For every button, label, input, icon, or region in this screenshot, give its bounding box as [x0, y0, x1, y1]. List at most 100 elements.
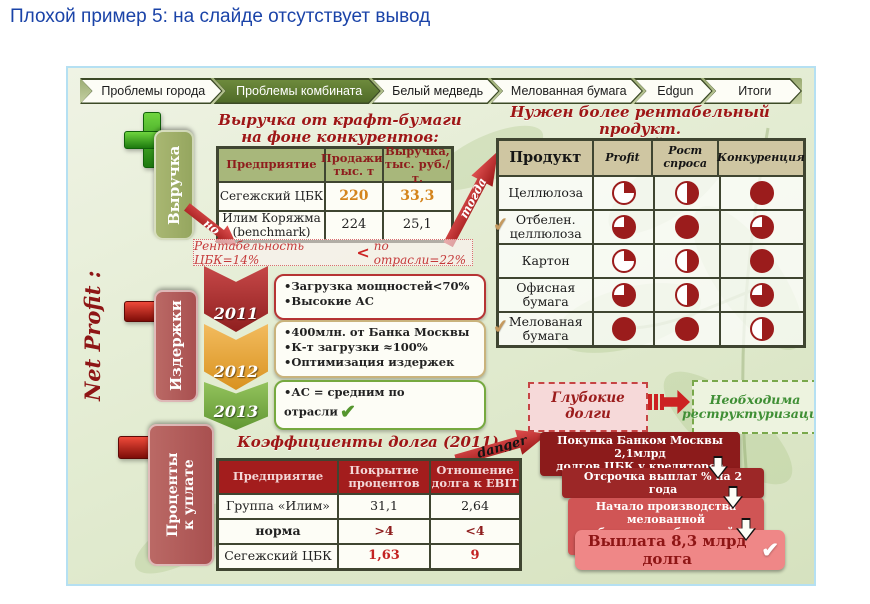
- check-icon: ✔: [491, 213, 511, 238]
- nav-tab-5[interactable]: Edgun: [634, 78, 713, 104]
- nav-tab-label: Итоги: [738, 84, 772, 98]
- nav-tab-3[interactable]: Белый медведь: [372, 78, 500, 104]
- profitability-note: Рентабельность ЦБК=14% < по отрасли=22%: [193, 239, 473, 267]
- year-notes-box: •Загрузка мощностей<70%•Высокие АС: [274, 274, 486, 320]
- slide-canvas: Проблемы города Проблемы комбината Белый м…: [66, 66, 816, 586]
- nav-tab-surface: Проблемы города: [82, 80, 222, 103]
- profit-ball: [611, 215, 636, 239]
- slide-nav: Проблемы города Проблемы комбината Белый м…: [80, 78, 802, 104]
- bullet-line: •Оптимизация издержек: [284, 354, 455, 369]
- rating-cell: [593, 278, 654, 312]
- equals-stripes: [648, 394, 664, 410]
- column-header: Отношение долга к EBIT: [430, 460, 520, 494]
- nav-tab-surface: Итоги: [705, 80, 800, 103]
- debt-ebit-cell: 9: [430, 544, 520, 569]
- table-row: Целлюлоза: [498, 176, 804, 210]
- bullet-line: •АС = средним по отрасли✔: [284, 385, 405, 423]
- rating-cell: [653, 176, 721, 210]
- rating-cell: [720, 312, 804, 346]
- year-label: 2013: [213, 402, 259, 421]
- rating-cell: [720, 176, 804, 210]
- competition-ball: [750, 181, 775, 205]
- nav-tab-1[interactable]: Проблемы города: [80, 78, 223, 104]
- revenue-table-title: Выручка от крафт-бумаги на фоне конкурен…: [218, 111, 462, 146]
- profit-ball: [611, 181, 636, 205]
- table-row: Картон: [498, 244, 804, 278]
- company-cell: Группа «Илим»: [218, 494, 338, 519]
- nav-tab-2[interactable]: Проблемы комбината: [214, 78, 381, 104]
- year-chevron-2012: 2012: [204, 324, 268, 390]
- rating-cell: [653, 244, 721, 278]
- product-cell: Мелованая бумага✔: [491, 312, 594, 346]
- rating-cell: [653, 312, 721, 346]
- nav-tab-4[interactable]: Мелованная бумага: [491, 78, 643, 104]
- table-row: Отбелен. целлюлоза✔: [491, 210, 804, 244]
- less-than-symbol: <: [356, 243, 370, 262]
- bullet-line: •Загрузка мощностей<70%: [284, 279, 470, 293]
- deep-debts-box: Глубокие долги: [528, 382, 648, 432]
- product-cell: Офисная бумага: [498, 278, 594, 312]
- company-cell: Илим Коряжма (benchmark): [218, 211, 326, 241]
- nav-tab-surface: Проблемы комбината: [215, 80, 379, 103]
- competition-ball: [750, 283, 775, 307]
- sales-cell: 220: [325, 182, 383, 211]
- coverage-cell: >4: [338, 519, 430, 544]
- page-title: Плохой пример 5: на слайде отсутствует в…: [10, 6, 431, 27]
- growth-ball: [675, 317, 700, 341]
- column-header: Profit: [592, 140, 653, 176]
- bullet-line: •400млн. от Банка Москвы: [284, 325, 470, 339]
- check-icon: ✔: [491, 315, 511, 340]
- profit-ball: [611, 317, 636, 341]
- coverage-cell: 1,63: [338, 544, 430, 569]
- nav-tab-label: Мелованная бумага: [510, 84, 627, 98]
- rating-cell: [720, 244, 804, 278]
- column-header: Покрытие процентов: [338, 460, 430, 494]
- column-header: Рост спроса: [652, 140, 719, 176]
- profit-ball: [611, 283, 636, 307]
- rating-cell: [720, 278, 804, 312]
- growth-ball: [675, 283, 700, 307]
- competition-ball: [750, 249, 775, 273]
- rating-cell: [593, 176, 654, 210]
- cascade-step-4: Выплата 8,3 млрд долга✔: [575, 530, 785, 570]
- bullet-line: •Высокие АС: [284, 293, 374, 308]
- growth-ball: [675, 215, 700, 239]
- rating-cell: [653, 278, 721, 312]
- nav-tab-label: Edgun: [657, 84, 694, 98]
- nav-tab-label: Проблемы города: [101, 84, 206, 98]
- year-label: 2012: [213, 362, 259, 381]
- nav-tab-surface: Белый медведь: [373, 80, 498, 103]
- competition-ball: [750, 215, 775, 239]
- product-cell: Отбелен. целлюлоза✔: [491, 210, 594, 244]
- company-cell: Сегежский ЦБК: [218, 544, 338, 569]
- column-header: Предприятие: [218, 460, 338, 494]
- debt-ebit-cell: 2,64: [430, 494, 520, 519]
- rail-label-interest: Проценты к уплате: [148, 424, 214, 566]
- column-header: Конкуренция: [717, 140, 805, 176]
- cascade-step-text: Отсрочка выплат % на 2 года: [583, 470, 743, 497]
- column-header: Предприятие: [218, 148, 325, 182]
- nav-tab-surface: Edgun: [636, 80, 712, 103]
- nav-tab-6[interactable]: Итоги: [704, 78, 802, 104]
- year-label: 2011: [213, 304, 259, 323]
- year-chevron-2011: 2011: [204, 266, 268, 332]
- debt-table-title: Коэффициенты долга (2011): [237, 433, 499, 451]
- rating-cell: [720, 210, 804, 244]
- revenue-cell: 25,1: [382, 211, 452, 241]
- product-cell: Картон: [498, 244, 594, 278]
- restructuring-box: Необходима реструктуризация: [682, 380, 814, 434]
- nav-tab-label: Проблемы комбината: [236, 84, 363, 98]
- nav-tab-label: Белый медведь: [392, 84, 484, 98]
- competition-ball: [750, 317, 775, 341]
- cascade-step-text: Выплата 8,3 млрд долга: [587, 532, 747, 568]
- check-icon: ✔: [339, 400, 356, 423]
- net-profit-label: Net Profit :: [80, 270, 105, 402]
